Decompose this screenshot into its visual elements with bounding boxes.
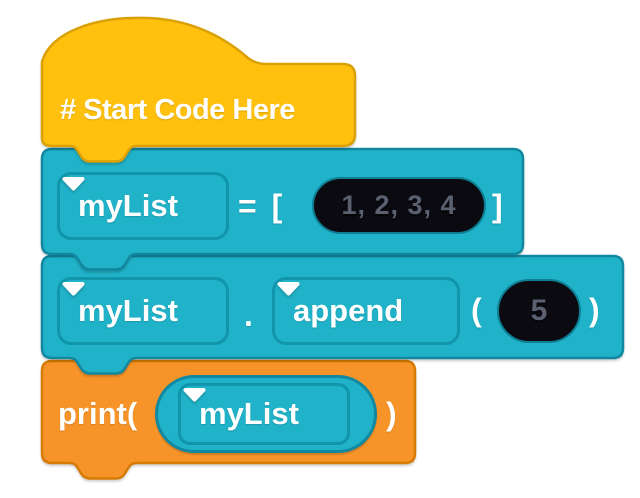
print-close-paren: ) [386, 396, 397, 432]
append-block[interactable]: myList . append ( 5 ) [40, 254, 626, 376]
append-variable-dropdown[interactable]: myList [57, 277, 229, 345]
append-close-paren: ) [589, 292, 600, 328]
assign-variable-dropdown[interactable]: myList [57, 172, 229, 240]
start-hat-shape [40, 16, 357, 163]
dot-token: . [244, 297, 253, 333]
print-variable-label: myList [199, 396, 299, 431]
print-block[interactable]: print( myList ) [40, 359, 418, 481]
append-value: 5 [530, 294, 548, 327]
equals-bracket-token: = [ [238, 188, 286, 224]
list-value-input[interactable]: 1, 2, 3, 4 [312, 177, 486, 234]
assign-variable-label: myList [78, 188, 178, 223]
append-value-input[interactable]: 5 [497, 279, 581, 343]
mylist-reporter[interactable]: myList [155, 375, 377, 453]
list-values: 1, 2, 3, 4 [341, 190, 457, 220]
hat-label: # Start Code Here [60, 94, 295, 126]
method-label: append [293, 293, 404, 328]
append-open-paren: ( [471, 292, 482, 328]
print-variable-dropdown[interactable]: myList [178, 383, 350, 445]
start-hat-block[interactable]: # Start Code Here [40, 14, 358, 164]
assign-block[interactable]: myList = [ 1, 2, 3, 4 ] [40, 147, 526, 272]
close-bracket-token: ] [492, 188, 503, 224]
append-variable-label: myList [78, 293, 178, 328]
method-dropdown[interactable]: append [272, 277, 460, 345]
print-label: print( [58, 396, 138, 431]
